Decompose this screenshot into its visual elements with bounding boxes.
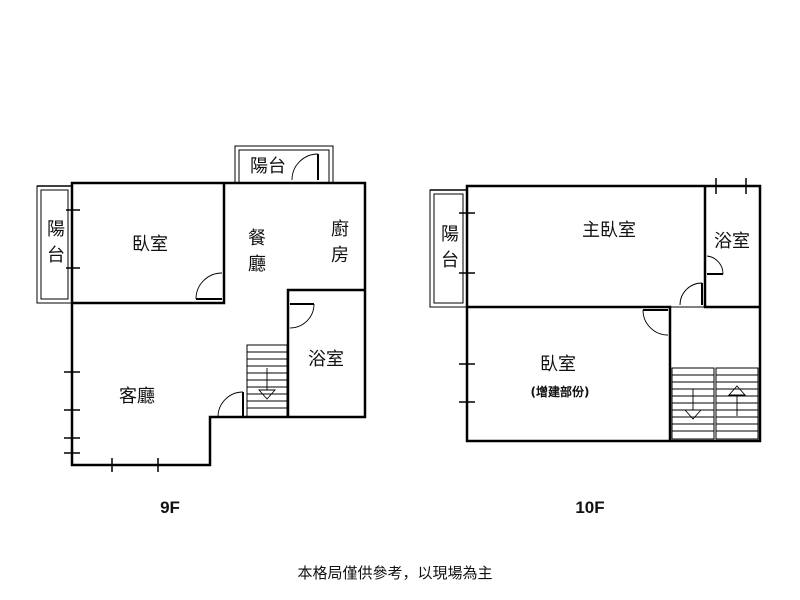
floor-9-balcony-top-label: 陽台 xyxy=(250,156,286,177)
floor-10-stair-arrow-up-icon xyxy=(727,385,747,416)
floor-9-stairs xyxy=(247,351,287,409)
floor-10-bedroom-note: (增建部份) xyxy=(531,384,590,399)
floor-10-bathroom-door xyxy=(706,255,724,275)
floor-9-balcony-door xyxy=(291,153,319,181)
floor-9-balcony-left-label: 陽台 xyxy=(47,219,65,266)
floor-10-master-bedroom-door xyxy=(679,282,703,306)
floor-10-stair-box-right xyxy=(715,367,759,440)
floor-10-plan: 主臥室 浴室 臥室 (增建部份) 陽台 10F xyxy=(429,178,762,517)
floor-10-balcony-label: 陽台 xyxy=(441,224,459,271)
floor-9-stair-box xyxy=(246,344,288,418)
floor-10-label: 10F xyxy=(575,498,604,517)
floor-9-bathroom-label: 浴室 xyxy=(308,349,344,370)
floor-9-stair-door xyxy=(217,391,244,418)
footnote: 本格局僅供參考，以現場為主 xyxy=(297,564,492,582)
floor-9-bathroom-wall xyxy=(286,288,365,417)
floor-9-kitchen-label: 廚房 xyxy=(331,218,349,266)
floor-9-bedroom-wall xyxy=(72,183,226,305)
floor-9-bathroom-door xyxy=(289,303,315,329)
floor-10-window-marks xyxy=(459,178,747,403)
floor-10-bathroom-label: 浴室 xyxy=(714,231,750,252)
floor-10-balcony xyxy=(429,189,468,308)
floor-10-bedroom-label: 臥室 xyxy=(540,354,576,375)
floor-9-balcony-left xyxy=(36,185,73,304)
floor-10-master-bedroom-label: 主臥室 xyxy=(582,220,636,241)
floor-10-stair-arrow-down-icon xyxy=(683,389,703,420)
floor-9-stair-arrow-down-icon xyxy=(257,368,277,400)
floor-10-stair-box-left xyxy=(671,367,715,440)
floor-9-dining-label: 餐廳 xyxy=(248,228,266,275)
floor-9-outer-wall xyxy=(70,181,367,467)
floor-9-bedroom-label: 臥室 xyxy=(132,234,168,255)
floor-9-balcony-top xyxy=(234,145,334,184)
floor-9-window-marks xyxy=(64,209,159,472)
floor-9-label: 9F xyxy=(160,498,180,517)
floor-10-bedroom-door xyxy=(642,309,669,336)
floor-9-bedroom-door xyxy=(195,272,223,300)
floor-10-outer-wall xyxy=(465,184,762,443)
floor-9-living-label: 客廳 xyxy=(119,386,155,407)
floor-9-plan: 臥室 客廳 浴室 陽台 餐廳 廚房 陽台 9F xyxy=(36,145,367,517)
